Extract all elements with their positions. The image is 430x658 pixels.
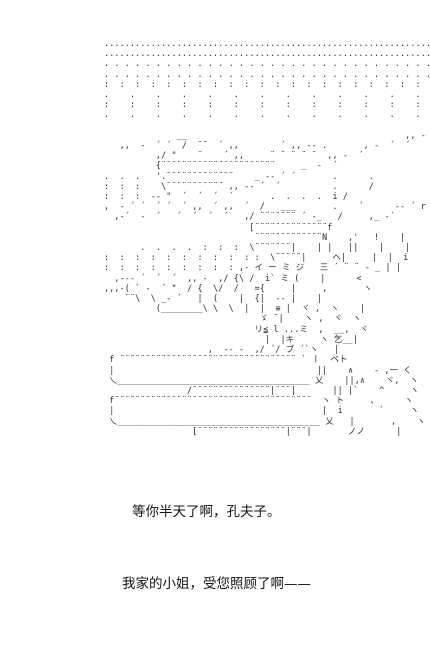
speech-bubble-text-2: 我家的小姐，受您照顾了啊—— (122, 576, 311, 592)
speech-bubble-text-1: 等你半天了啊，孔夫子。 (132, 504, 281, 520)
ascii-art: ........................................… (104, 38, 430, 436)
